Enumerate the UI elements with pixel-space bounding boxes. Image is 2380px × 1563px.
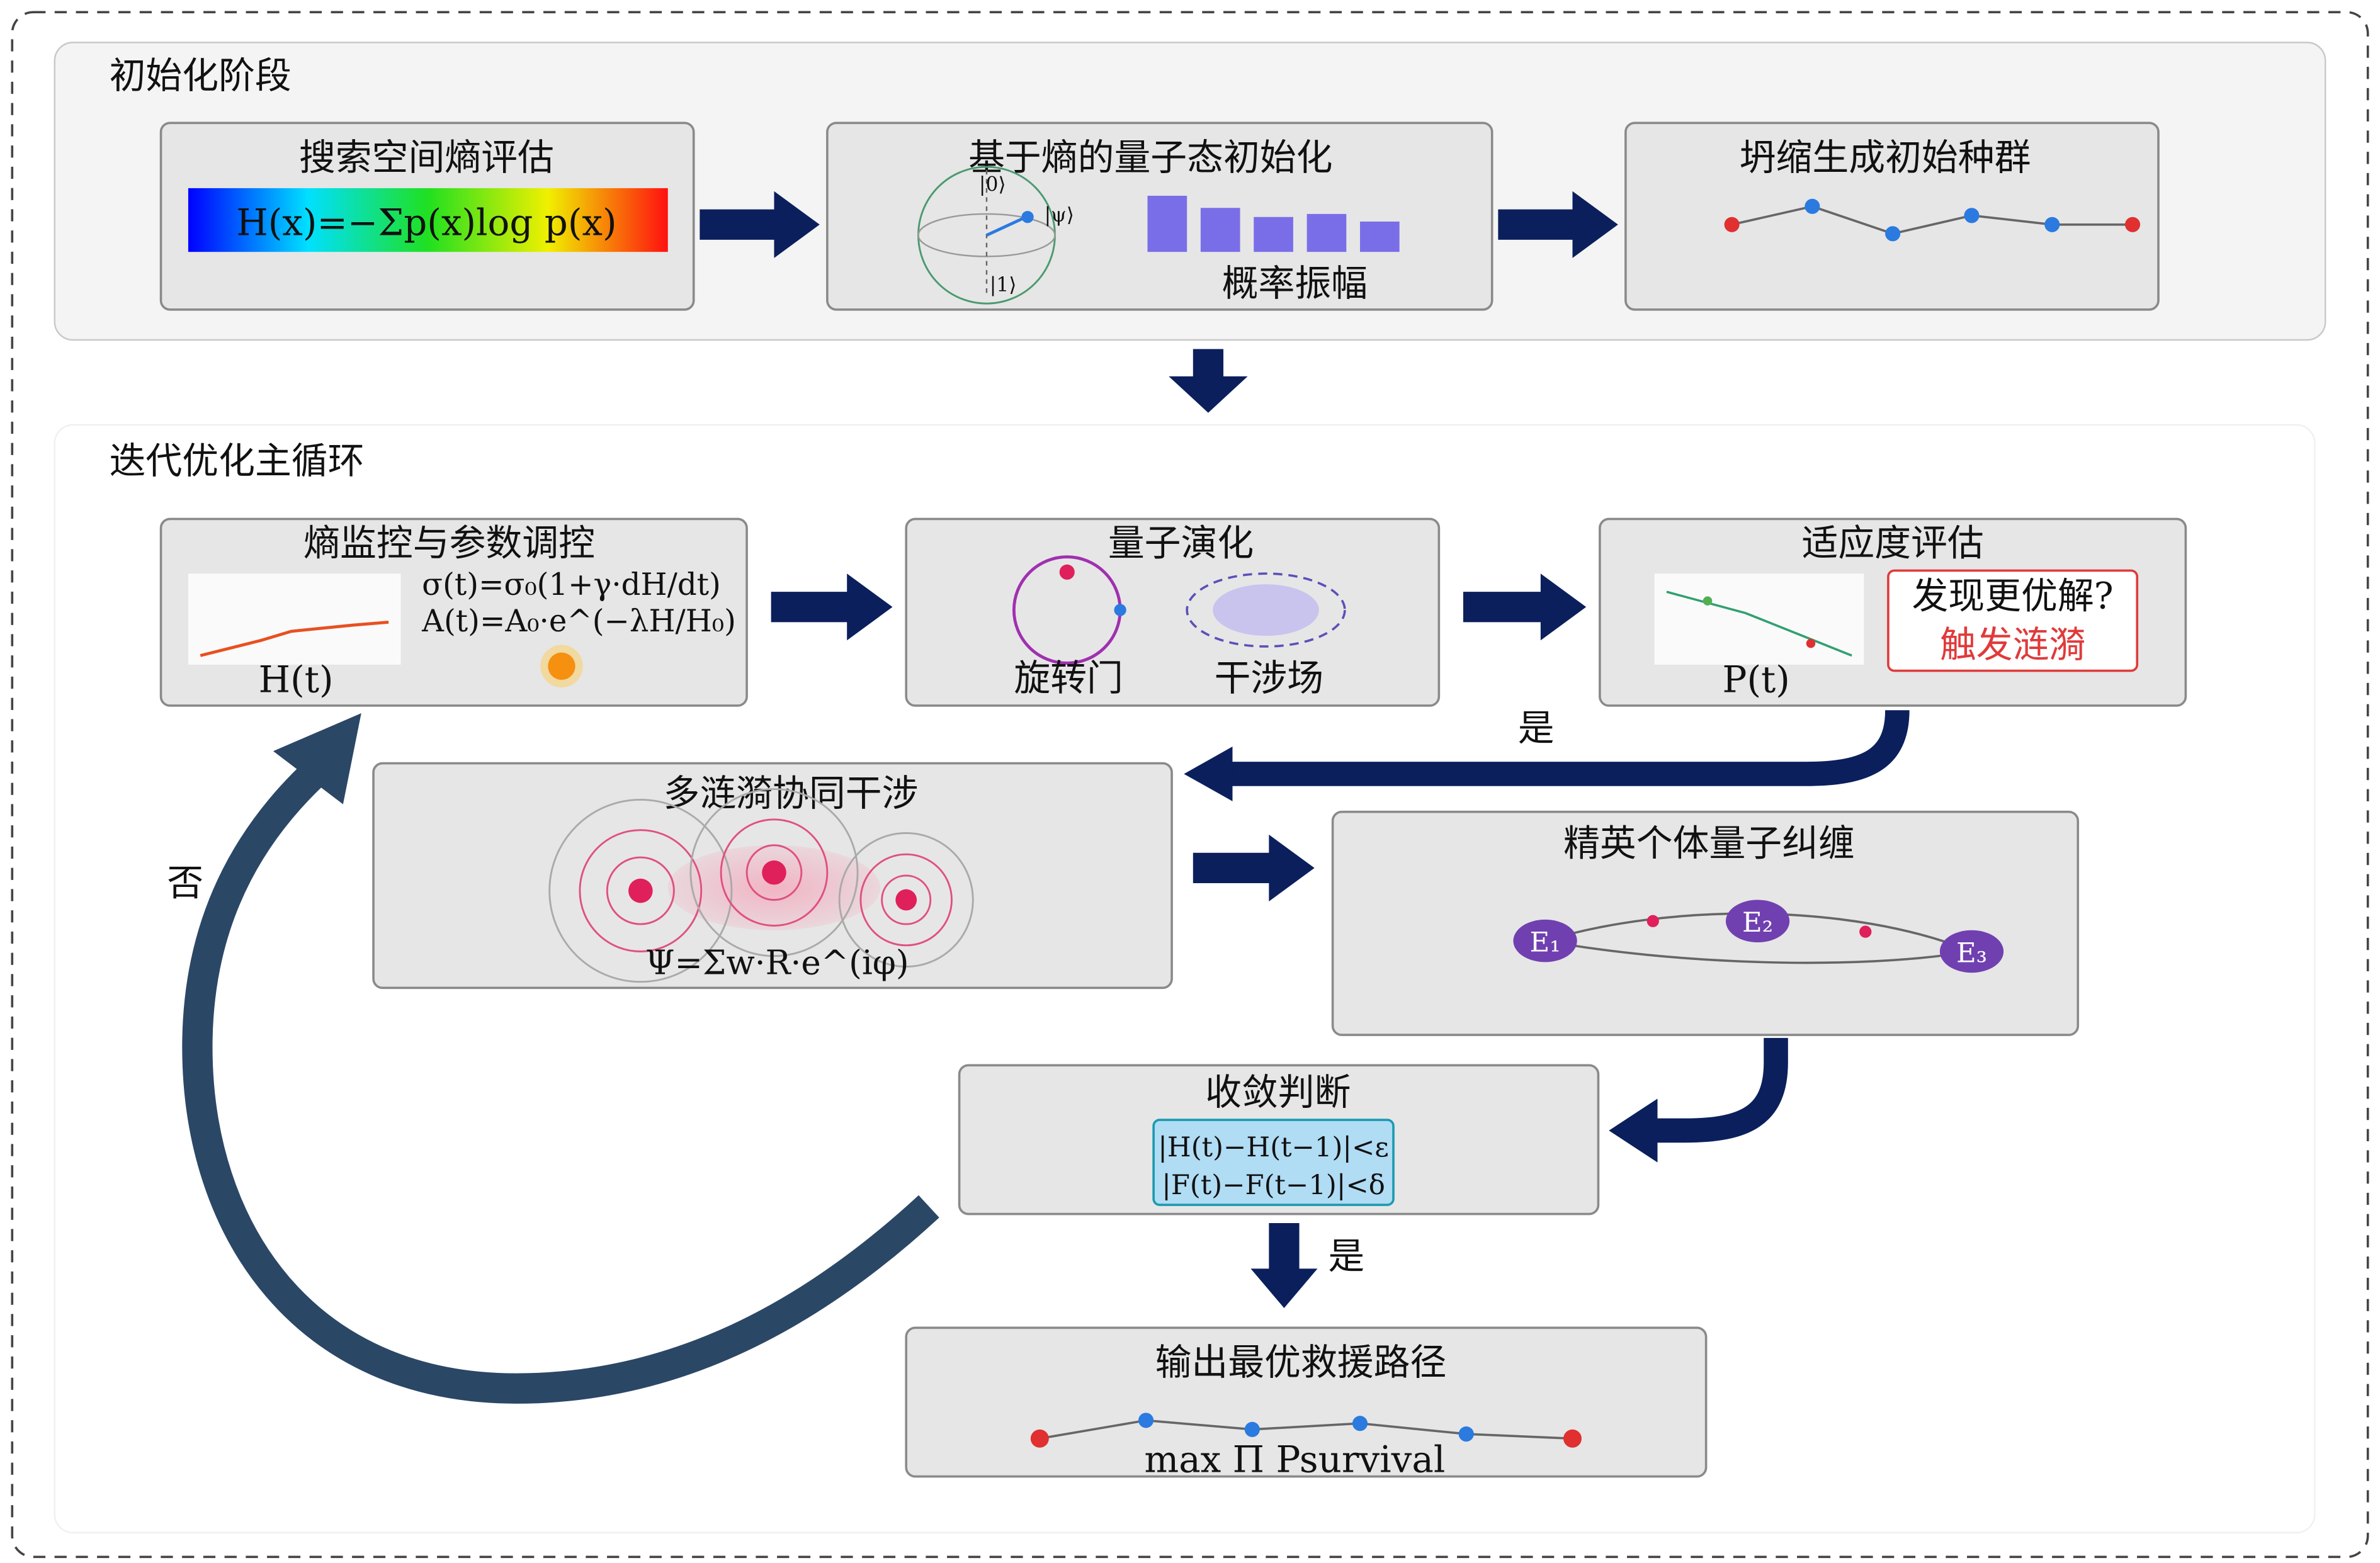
- entropy-title: 搜索空间熵评估: [299, 136, 554, 179]
- arrow-down: [1169, 349, 1248, 413]
- ripple-title: 多涟漪协同干涉: [664, 772, 919, 815]
- interference-field-icon: [1186, 572, 1346, 648]
- loop-label: 迭代优化主循环: [110, 439, 365, 482]
- amp-bar: [1254, 217, 1293, 252]
- quantum-init-box: 基于熵的量子态初始化 |0⟩ |ψ⟩ |1⟩ 概率振幅: [826, 121, 1493, 311]
- output-title: 输出最优救援路径: [1155, 1341, 1447, 1384]
- amplitude-bars: [1147, 195, 1400, 252]
- alert-line1: 发现更优解?: [1912, 575, 2113, 618]
- alert-box: [1887, 569, 2139, 672]
- arrow-no-loop: [182, 744, 939, 1404]
- output-box: 输出最优救援路径 max Π Psurvival: [905, 1326, 1708, 1481]
- cond2: |F(t)−F(t−1)|<δ: [1162, 1170, 1385, 1201]
- no-label: 否: [167, 861, 203, 904]
- ripple-formula: Ψ=Σw·R·e^(iφ): [645, 944, 909, 983]
- collapse-title: 坍缩生成初始种群: [1740, 136, 2031, 179]
- arrow-down: [1250, 1223, 1318, 1309]
- amp-label: 概率振幅: [1222, 262, 1368, 305]
- monitor-box: 熵监控与参数调控 σ(t)=σ₀(1+γ·dH/dt) A(t)=A₀·e^(−…: [159, 517, 748, 707]
- rotation-label: 旋转门: [1014, 657, 1123, 699]
- evolution-box: 量子演化 旋转门 干涉场: [905, 517, 1441, 707]
- convergence-box: 收敛判断 |H(t)−H(t−1)|<ε |F(t)−F(t−1)|<δ: [958, 1064, 1600, 1216]
- output-formula: max Π Psurvival: [1144, 1438, 1445, 1481]
- arrow-right: [1463, 573, 1587, 641]
- cond1: |H(t)−H(t−1)|<ε: [1158, 1132, 1389, 1163]
- collapse-box: 坍缩生成初始种群: [1624, 121, 2160, 311]
- e2-label: E₂: [1742, 907, 1773, 939]
- arrow-right: [700, 191, 820, 258]
- entangle-box: 精英个体量子纠缠 E₁ E₂ E₃: [1331, 810, 2080, 1036]
- entropy-box: 搜索空间熵评估 H(x)=−Σp(x)log p(x): [159, 121, 695, 311]
- bloch-sphere-icon: [917, 166, 1056, 305]
- fitness-title: 适应度评估: [1802, 521, 1984, 564]
- arrow-yes-ripple: [1229, 709, 1910, 786]
- e1-label: E₁: [1530, 927, 1561, 958]
- alert-line2: 触发涟漪: [1940, 623, 2085, 666]
- quantum-init-title: 基于熵的量子态初始化: [968, 136, 1332, 179]
- amp-bar: [1200, 208, 1240, 252]
- evolution-title: 量子演化: [1108, 521, 1254, 564]
- yes-label: 是: [1518, 706, 1555, 749]
- amp-bar: [1147, 195, 1187, 252]
- ket1-label: |1⟩: [990, 274, 1017, 296]
- amp-bar: [1359, 221, 1400, 252]
- yes-label-2: 是: [1328, 1234, 1364, 1277]
- outer-border: [11, 11, 2369, 1559]
- ripple-box: 多涟漪协同干涉 Ψ=Σw·R·e^(iφ): [372, 762, 1173, 990]
- sigma-formula: σ(t)=σ₀(1+γ·dH/dt): [422, 567, 721, 602]
- ht-label: H(t): [259, 658, 334, 701]
- convergence-title: 收敛判断: [1205, 1071, 1351, 1114]
- ripple-icon: [548, 788, 974, 983]
- dial-icon: [548, 652, 575, 680]
- arrow-right: [1498, 191, 1618, 258]
- entropy-formula: H(x)=−Σp(x)log p(x): [236, 201, 616, 244]
- arrow-right: [1193, 834, 1315, 901]
- entangle-title: 精英个体量子纠缠: [1563, 822, 1855, 865]
- pt-label: P(t): [1723, 658, 1790, 701]
- entropy-gradient: [188, 188, 668, 252]
- interference-label: 干涉场: [1215, 657, 1324, 699]
- init-label: 初始化阶段: [110, 54, 292, 97]
- fitness-box: 适应度评估 P(t) 发现更优解? 触发涟漪: [1599, 517, 2187, 707]
- arrow-to-convergence: [1654, 1037, 1788, 1143]
- ketpsi-label: |ψ⟩: [1045, 204, 1074, 227]
- ket0-label: |0⟩: [979, 174, 1006, 196]
- amp-bar: [1306, 213, 1347, 252]
- amplitude-formula: A(t)=A₀·e^(−λH/H₀): [421, 604, 736, 639]
- e3-label: E₃: [1956, 937, 1987, 969]
- monitor-title: 熵监控与参数调控: [303, 521, 595, 564]
- arrow-right: [771, 573, 893, 641]
